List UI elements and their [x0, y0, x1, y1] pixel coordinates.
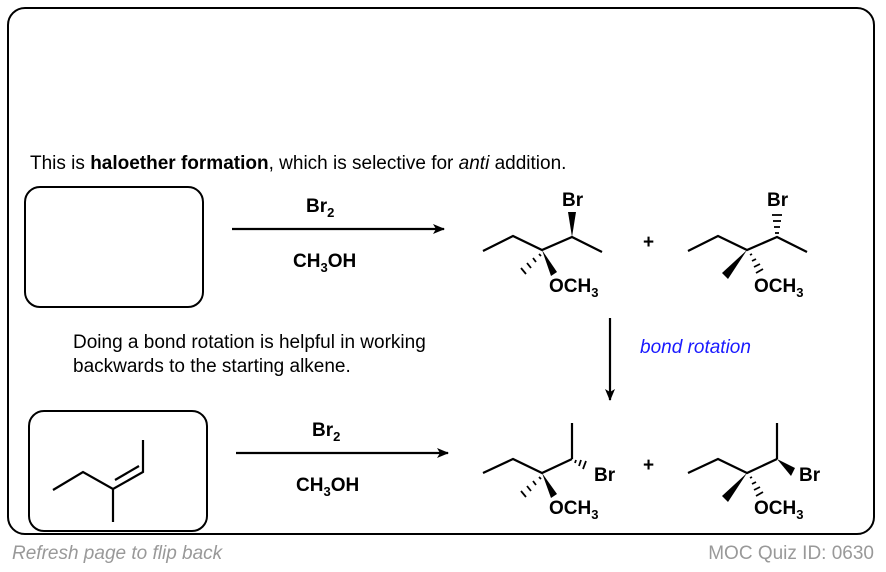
refresh-hint: Refresh page to flip back: [12, 543, 223, 564]
plus-sign: +: [643, 232, 655, 253]
atom-och3: OCH3: [549, 276, 599, 300]
answer-box-alkene[interactable]: [28, 410, 208, 532]
alkene-skeleton: [52, 440, 145, 491]
hint-line-2: backwards to the starting alkene.: [73, 356, 351, 377]
reagent-ch3oh-top: CH3OH: [293, 251, 357, 275]
atom-och3: OCH3: [754, 276, 804, 300]
atom-och3: OCH3: [754, 498, 804, 522]
atom-br: Br: [594, 465, 616, 486]
card-frame: [7, 7, 875, 535]
bond-rotation-label: bond rotation: [640, 337, 751, 358]
plus-sign: +: [643, 455, 655, 476]
reagent-br2-bottom: Br2: [312, 420, 341, 444]
intro-text: This is haloether formation, which is se…: [30, 153, 567, 174]
reagent-br2-top: Br2: [306, 196, 335, 220]
answer-box-empty[interactable]: [24, 186, 204, 308]
atom-och3: OCH3: [549, 498, 599, 522]
hint-line-1: Doing a bond rotation is helpful in work…: [73, 332, 426, 353]
atom-br: Br: [799, 465, 821, 486]
atom-br: Br: [562, 190, 584, 211]
quiz-id: MOC Quiz ID: 0630: [708, 543, 874, 564]
atom-br: Br: [767, 190, 789, 211]
reagent-ch3oh-bottom: CH3OH: [296, 475, 360, 499]
